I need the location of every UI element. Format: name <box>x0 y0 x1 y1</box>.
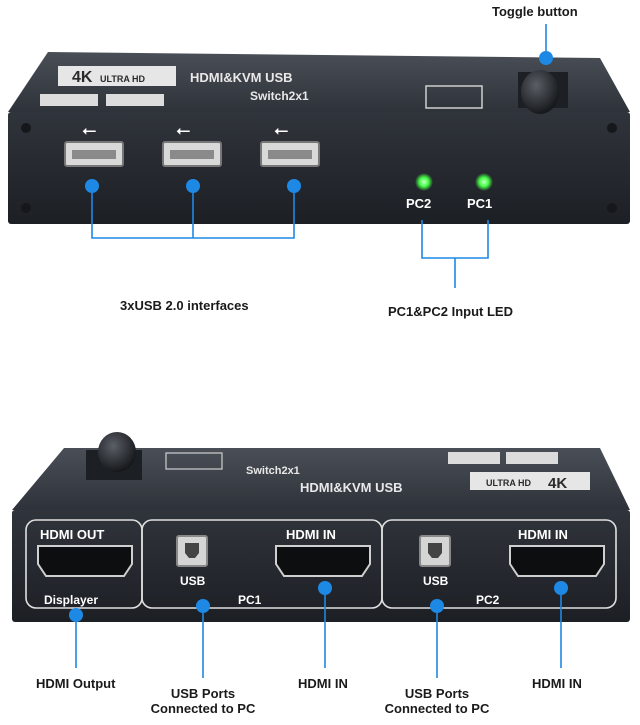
logo-strip <box>106 94 164 106</box>
callout-usb-ports-pc2-line2: Connected to PC <box>384 701 490 716</box>
bottom-device-title-1: HDMI&KVM USB <box>300 480 403 495</box>
usb-icon: ⭠ <box>176 120 190 140</box>
top-device-title-2: Switch2x1 <box>250 89 309 103</box>
screw-icon <box>21 123 31 133</box>
bottom-markers <box>69 581 568 622</box>
top-device-title-1: HDMI&KVM USB <box>190 70 293 85</box>
screw-icon <box>607 203 617 213</box>
bottom-callouts <box>75 588 562 678</box>
label-usb-pc1: USB <box>180 574 206 588</box>
label-pc2: PC2 <box>476 593 500 607</box>
led-pc1-icon <box>475 173 493 191</box>
brand-badge <box>58 66 176 86</box>
callout-usb-ports-pc1: USB Ports Connected to PC <box>140 686 266 716</box>
group-outline-pc2 <box>381 519 617 609</box>
usb-icon: ⭠ <box>82 120 96 140</box>
callout-usb-ports-pc2: USB Ports Connected to PC <box>374 686 500 716</box>
label-box <box>425 85 483 109</box>
logo-strip <box>448 452 500 464</box>
led-pc2-icon <box>415 173 433 191</box>
screw-icon <box>21 203 31 213</box>
usb-a-port-3: ⭠ <box>260 120 320 167</box>
marker-dot <box>539 51 553 65</box>
marker-dot <box>196 599 210 613</box>
marker-dot <box>186 179 200 193</box>
label-usb-pc2: USB <box>423 574 449 588</box>
label-pc1: PC1 <box>238 593 262 607</box>
led-label-pc2: PC2 <box>406 196 431 211</box>
top-callouts <box>91 24 547 288</box>
screw-icon <box>607 123 617 133</box>
logo-strip <box>40 94 98 106</box>
brand-badge-text: 4K <box>548 475 567 492</box>
callout-hdmi-in-2: HDMI IN <box>532 676 582 691</box>
callout-hdmi-in-1: HDMI IN <box>298 676 348 691</box>
callout-hdmi-output: HDMI Output <box>36 676 116 691</box>
brand-badge <box>470 472 590 490</box>
brand-badge-text: 4K <box>72 69 93 86</box>
label-hdmi-out: HDMI OUT <box>40 527 104 542</box>
usb-a-port-2: ⭠ <box>162 120 222 167</box>
label-box <box>165 452 223 470</box>
top-device-front-panel <box>8 112 630 224</box>
callout-usb-ports-pc2-line1: USB Ports <box>404 686 470 701</box>
bottom-device: Switch2x1 HDMI&KVM USB ULTRA HD 4K HDMI … <box>12 432 630 622</box>
usb-a-port-1: ⭠ <box>64 120 124 167</box>
top-markers <box>85 51 553 193</box>
callout-usb-interfaces: 3xUSB 2.0 interfaces <box>120 298 249 313</box>
toggle-button[interactable] <box>521 70 559 114</box>
led-label-pc1: PC1 <box>467 196 492 211</box>
marker-dot <box>69 608 83 622</box>
callout-usb-ports-pc1-line1: USB Ports <box>170 686 236 701</box>
marker-dot <box>287 179 301 193</box>
marker-dot <box>318 581 332 595</box>
callout-usb-ports-pc1-line2: Connected to PC <box>150 701 256 716</box>
callout-input-led: PC1&PC2 Input LED <box>388 304 513 319</box>
brand-badge-sub: ULTRA HD <box>486 478 531 488</box>
bottom-device-title-2: Switch2x1 <box>246 465 300 477</box>
hdmi-out-port <box>37 545 133 577</box>
brand-badge-sub: ULTRA HD <box>100 74 145 84</box>
usb-icon: ⭠ <box>274 120 288 140</box>
label-hdmi-in-pc2: HDMI IN <box>518 527 568 542</box>
marker-dot <box>85 179 99 193</box>
marker-dot <box>430 599 444 613</box>
toggle-button-rear <box>98 432 136 472</box>
logo-strip <box>506 452 558 464</box>
marker-dot <box>554 581 568 595</box>
label-displayer: Displayer <box>44 593 98 607</box>
top-device: 4K ULTRA HD HDMI&KVM USB Switch2x1 ⭠ ⭠ ⭠ <box>8 52 630 224</box>
label-hdmi-in-pc1: HDMI IN <box>286 527 336 542</box>
hdmi-in-port-pc1 <box>275 545 371 577</box>
hdmi-in-port-pc2 <box>509 545 605 577</box>
callout-toggle-button: Toggle button <box>492 4 578 19</box>
